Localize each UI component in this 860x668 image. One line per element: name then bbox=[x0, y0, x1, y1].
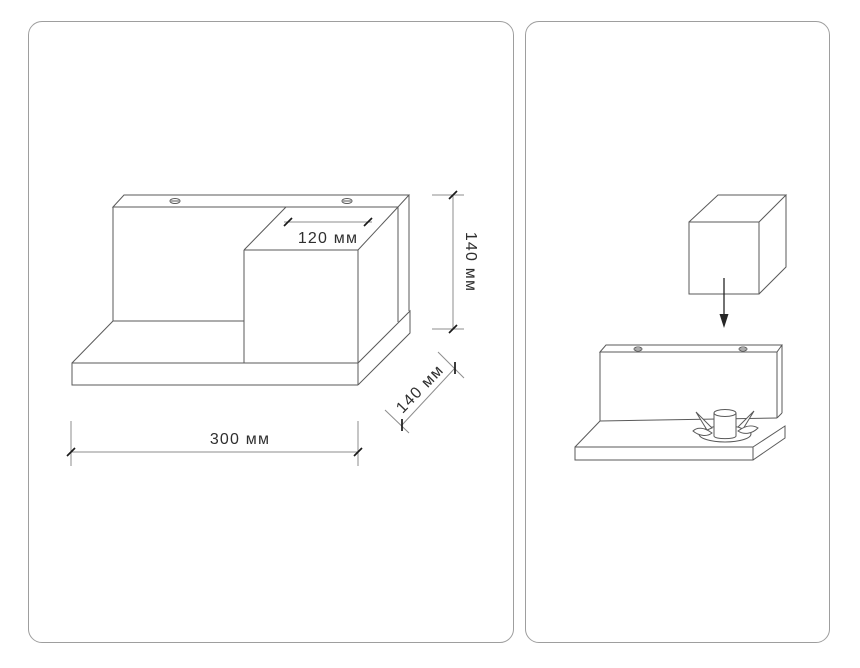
back-panel-left-and-bottom-edge bbox=[112, 207, 244, 322]
shelf-right-face bbox=[752, 425, 786, 461]
shelf-base bbox=[71, 309, 411, 386]
screw-icon bbox=[169, 198, 181, 204]
assembly-shelf bbox=[574, 344, 786, 461]
bulb-socket-icon bbox=[692, 409, 759, 443]
panel-top-face bbox=[598, 344, 783, 353]
back-panel bbox=[111, 194, 411, 322]
panel-bottom-edge bbox=[599, 417, 778, 422]
shelf-front-face bbox=[574, 446, 754, 461]
assembly-arrow-icon bbox=[719, 278, 729, 328]
shelf-lamp-dimension-drawing: 120 мм 140 мм 140 мм 300 мм bbox=[66, 190, 479, 466]
dimension-total-width: 300 мм bbox=[66, 421, 363, 466]
dimension-total-height: 140 мм bbox=[432, 190, 479, 334]
dimension-depth-label: 140 мм bbox=[393, 362, 447, 417]
shelf-top-left-edge bbox=[574, 420, 601, 448]
dimension-cube-width: 120 мм bbox=[283, 217, 373, 247]
socket-right-petal bbox=[737, 425, 759, 434]
socket-left-wing bbox=[695, 411, 713, 431]
socket-left-petal bbox=[692, 427, 713, 436]
shelf-right-face bbox=[357, 309, 411, 386]
screw-icon bbox=[633, 346, 643, 352]
socket-cylinder-top bbox=[713, 409, 737, 417]
mounting-cube-icon bbox=[688, 194, 788, 295]
screw-icon bbox=[738, 346, 748, 352]
socket-right-wing bbox=[737, 410, 755, 430]
cube-top-face bbox=[688, 194, 788, 223]
assembly-diagram bbox=[574, 194, 788, 461]
back-panel-top-face bbox=[111, 194, 411, 208]
dimension-cube-width-label: 120 мм bbox=[298, 230, 358, 247]
dimension-depth: 140 мм bbox=[384, 351, 465, 434]
shelf-top-left-edge bbox=[71, 320, 114, 364]
cube-top-right-edge bbox=[357, 206, 399, 251]
cube-top-left-edge bbox=[243, 206, 287, 251]
panel-right-bottom-edge bbox=[776, 412, 783, 419]
cube-right-face bbox=[758, 195, 787, 295]
dimension-total-height-label: 140 мм bbox=[462, 232, 479, 292]
dimension-total-width-label: 300 мм bbox=[210, 431, 270, 448]
screw-icon bbox=[341, 198, 353, 204]
socket-cylinder bbox=[713, 413, 737, 440]
left-panel-frame bbox=[28, 21, 514, 643]
right-panel-frame bbox=[525, 21, 830, 643]
shelf-front-face bbox=[71, 362, 358, 386]
